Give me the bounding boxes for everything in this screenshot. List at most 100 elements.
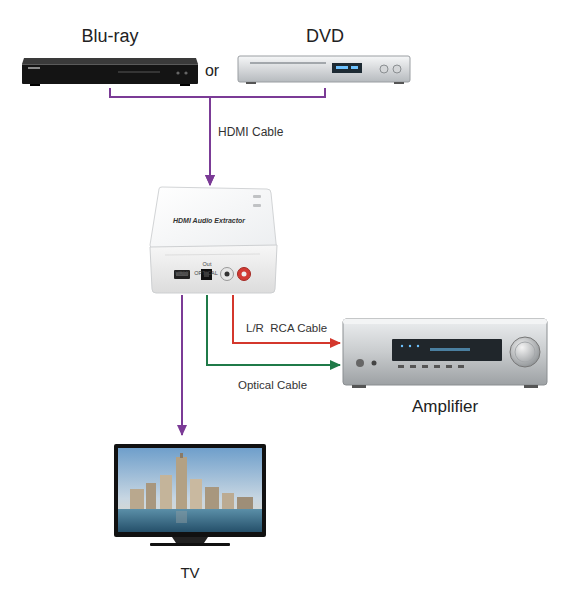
amplifier-part	[434, 365, 440, 368]
device-label: HDMI Audio Extractor	[173, 216, 245, 225]
dvd-player-part	[332, 63, 362, 73]
tv-part	[172, 537, 208, 543]
device-node: DVD	[236, 25, 414, 88]
bluray-player-part	[180, 84, 190, 86]
bluray-player-part	[118, 71, 160, 73]
audio-extractor-part	[225, 272, 230, 277]
amplifier-part	[458, 365, 464, 368]
device-node: Amplifier	[340, 315, 550, 420]
amplifier-part	[524, 385, 538, 388]
amplifier-part	[417, 345, 419, 347]
tv-part	[222, 493, 234, 509]
amplifier-part	[430, 348, 470, 351]
tv-part	[114, 444, 266, 537]
amplifier-part	[372, 361, 377, 366]
bluray-player	[22, 58, 198, 86]
dvd-player-part	[238, 56, 410, 82]
amplifier-part	[398, 365, 404, 368]
port-label: HDMI	[175, 270, 189, 277]
tv-part	[180, 453, 183, 458]
amplifier-part	[356, 359, 364, 367]
cable-arrow	[110, 88, 210, 185]
bluray-player-part	[22, 58, 198, 64]
tv-part	[150, 543, 230, 546]
cable-label-holder: L/R RCA Cable	[246, 318, 340, 336]
audio-extractor-part	[253, 195, 261, 198]
bluray-player-part	[184, 71, 187, 74]
dvd-player-part	[336, 66, 348, 69]
dvd-player-part	[380, 65, 388, 73]
amplifier-part	[422, 365, 428, 368]
tv-part	[176, 511, 187, 523]
amplifier-part	[446, 365, 452, 368]
port-label: OPTICAL	[194, 270, 218, 277]
tv-part	[160, 475, 172, 509]
audio-extractor-part	[174, 270, 190, 279]
device-caption-holder: TV	[110, 563, 270, 583]
tv	[114, 444, 266, 546]
audio-extractor-part	[150, 187, 276, 249]
bluray-player-part	[28, 67, 40, 69]
amplifier-part	[343, 319, 547, 385]
amplifier-part	[343, 319, 547, 324]
extractor-node: HDMI Audio ExtractorHDMI OutOPTICAL	[145, 185, 280, 295]
port-label: Out	[203, 261, 212, 268]
amplifier-part	[515, 342, 535, 362]
cable-arrow	[181, 295, 183, 435]
device-caption: TV	[180, 563, 199, 583]
amplifier-part	[410, 365, 416, 368]
device-caption: Blu-ray	[81, 25, 138, 47]
bluray-player-part	[176, 71, 179, 74]
device-caption: DVD	[306, 25, 344, 47]
tv-part	[130, 489, 144, 509]
tv-part	[146, 483, 156, 509]
bluray-player-part	[30, 84, 40, 86]
dvd-player-part	[394, 82, 404, 84]
device-caption-holder: DVD	[236, 25, 414, 47]
device-label-holder: HDMI Audio Extractor	[173, 209, 255, 227]
tv-part	[205, 487, 219, 509]
tv-part	[118, 448, 262, 532]
audio-extractor-part	[150, 245, 277, 293]
cable-label: Optical Cable	[238, 378, 307, 392]
port-label-holder: HDMI	[170, 261, 194, 279]
device-node: TV	[110, 435, 270, 587]
amplifier-part	[352, 385, 366, 388]
tv-part	[118, 509, 262, 532]
bluray-player-part	[22, 64, 198, 65]
cable-arrow	[233, 295, 340, 343]
audio-extractor-part	[253, 204, 261, 207]
cable-label: HDMI Cable	[218, 125, 283, 140]
dvd-player-part	[250, 62, 326, 64]
audio-extractor-part	[238, 268, 251, 281]
connector-word-holder: or	[194, 61, 230, 81]
bluray-player-part	[22, 64, 198, 84]
audio-extractor-part	[221, 268, 234, 281]
audio-extractor	[150, 187, 277, 293]
cable-arrow	[210, 88, 325, 185]
audio-extractor-part	[165, 254, 260, 255]
dvd-player-part	[351, 66, 358, 69]
tv-part	[237, 497, 253, 509]
amplifier-part	[409, 345, 411, 347]
connector-word: or	[205, 61, 219, 81]
amplifier	[343, 319, 547, 388]
port-label-holder: Out	[197, 252, 217, 270]
dvd-player-part	[393, 65, 401, 73]
device-caption-holder: Amplifier	[340, 397, 550, 417]
amplifier-part	[401, 345, 403, 347]
dvd-player-part	[246, 82, 256, 84]
cable-arrow	[207, 295, 340, 365]
tv-part	[190, 479, 202, 509]
dvd-player	[238, 56, 410, 84]
tv-part	[176, 457, 187, 509]
cable-label-holder: HDMI Cable	[218, 122, 308, 140]
device-caption: Amplifier	[412, 397, 478, 417]
cable-label-holder: Optical Cable	[238, 375, 328, 393]
device-caption-holder: Blu-ray	[20, 25, 200, 47]
cable-label: L/R RCA Cable	[246, 321, 327, 335]
audio-extractor-part	[242, 272, 247, 277]
device-node: Blu-ray	[20, 25, 200, 88]
